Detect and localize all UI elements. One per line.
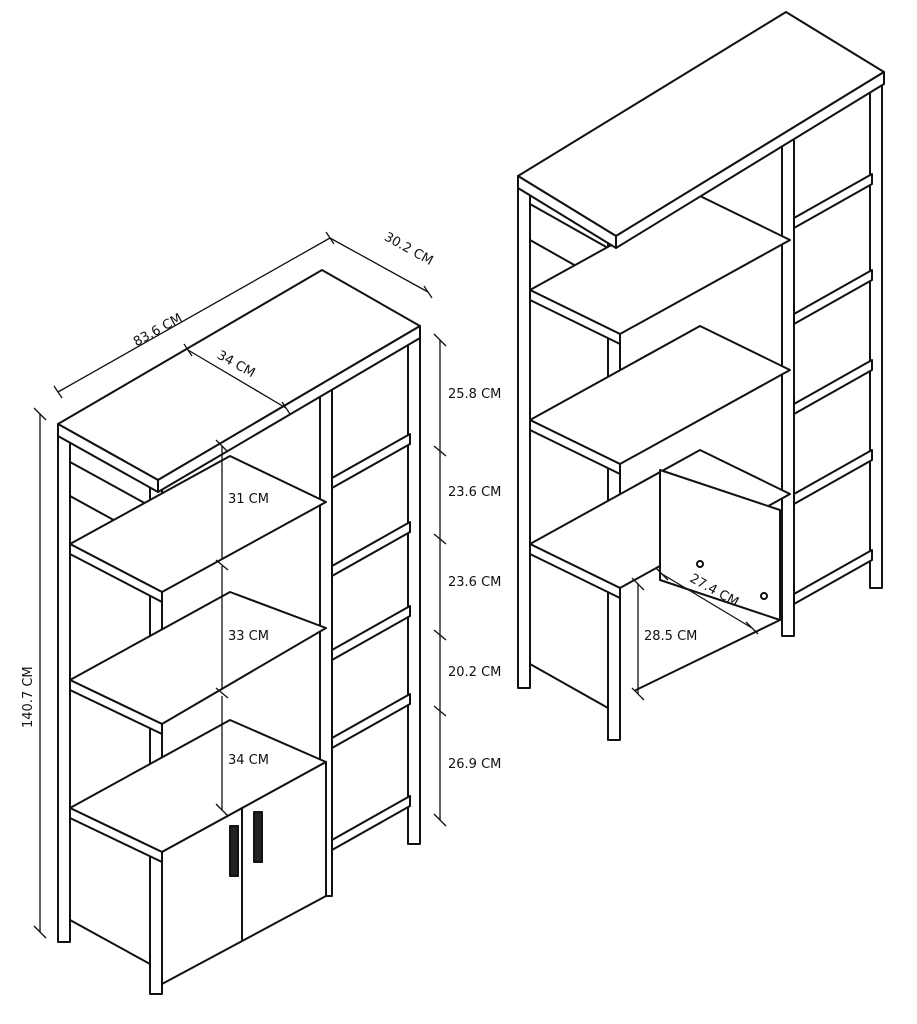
dim-tick [745, 621, 759, 635]
dim-line-shelf-depth [187, 349, 287, 409]
right-main-shelf [529, 289, 621, 345]
dim-tick [655, 567, 669, 581]
right-front-left-post [517, 175, 531, 689]
left-end-bar [69, 919, 151, 965]
left-bookshelf [57, 269, 421, 995]
dim-tick [215, 559, 229, 571]
dim-tick [433, 445, 447, 457]
dim-tick [53, 385, 63, 399]
right-end-bar [529, 203, 609, 249]
label-opening-height: 28.5 CM [644, 629, 697, 644]
right-side-shelf [793, 359, 873, 415]
label-right-gap-5: 26.9 CM [448, 757, 501, 772]
left-back-post [407, 335, 421, 845]
dim-tick [631, 577, 645, 591]
right-side-shelf [793, 549, 873, 605]
left-side-shelf [331, 433, 411, 489]
dim-tick [433, 705, 447, 717]
left-cabinet-front [161, 761, 327, 985]
right-cable-hole [760, 592, 768, 600]
left-front-left-post [57, 433, 71, 943]
right-side-shelf [793, 449, 873, 505]
dim-tick [433, 813, 447, 827]
right-side-shelf [793, 269, 873, 325]
label-height: 140.7 CM [21, 666, 36, 728]
dim-tick [433, 629, 447, 641]
right-mid-post [781, 125, 795, 637]
left-side-shelf [331, 605, 411, 661]
dim-tick [433, 533, 447, 545]
left-top-panel-edge [157, 325, 421, 493]
dim-line-opening-width [661, 573, 753, 629]
left-main-shelf [69, 679, 163, 735]
dim-line-depth [329, 237, 429, 293]
label-width: 83.6 CM [131, 311, 185, 350]
left-cabinet-handle [253, 811, 263, 863]
right-main-shelf [529, 419, 621, 475]
dim-tick [215, 687, 229, 699]
dim-tick [183, 343, 193, 357]
left-side-shelf [331, 521, 411, 577]
left-main-shelf [69, 543, 163, 603]
dim-line-width [57, 237, 331, 393]
label-depth: 30.2 CM [381, 230, 435, 269]
left-side-shelf [331, 795, 411, 851]
label-right-gap-2: 23.6 CM [448, 485, 501, 500]
right-bookshelf [517, 11, 885, 741]
right-main-shelf [529, 543, 621, 599]
dim-tick [281, 401, 291, 415]
label-upper-shelf-gap: 31 CM [228, 492, 269, 507]
left-side-shelf [331, 693, 411, 749]
left-cabinet-handle [229, 825, 239, 877]
left-top-panel [57, 269, 421, 481]
dim-tick [423, 285, 433, 299]
dim-tick [33, 925, 47, 939]
right-side-shelf [793, 173, 873, 229]
dim-tick [33, 407, 47, 421]
dim-tick [631, 687, 645, 701]
right-cable-hole [696, 560, 704, 568]
dim-tick [433, 333, 447, 347]
right-back-post [869, 77, 883, 589]
label-cabinet-gap: 34 CM [228, 753, 269, 768]
label-middle-shelf-gap: 33 CM [228, 629, 269, 644]
label-right-gap-4: 20.2 CM [448, 665, 501, 680]
right-top-panel-edge [615, 71, 885, 249]
right-end-bar [529, 663, 609, 709]
left-end-bar [69, 461, 151, 507]
dim-tick [215, 803, 229, 817]
label-right-gap-1: 25.8 CM [448, 387, 501, 402]
dim-tick [215, 439, 229, 453]
label-right-gap-3: 23.6 CM [448, 575, 501, 590]
